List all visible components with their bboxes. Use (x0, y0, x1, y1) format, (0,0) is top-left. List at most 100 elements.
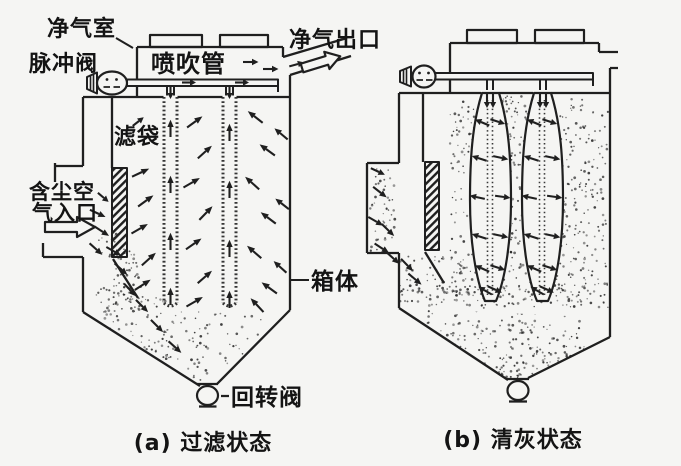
flow-arrow-icon (289, 60, 305, 68)
flow-arrow-icon (478, 286, 493, 296)
flow-arrow-icon (198, 206, 213, 221)
label-rotary-valve: 回转阀 (231, 384, 303, 411)
flow-arrow-icon (527, 119, 542, 127)
filter-bag (221, 97, 238, 308)
flow-arrow-icon (523, 232, 539, 240)
flow-arrow-icon (150, 319, 164, 333)
flow-arrow-icon (97, 192, 109, 202)
filter-bag (162, 97, 179, 308)
flow-arrow-icon (226, 86, 233, 99)
inlet-baffle-b (424, 161, 440, 251)
flow-arrow-icon (542, 118, 558, 126)
flow-arrow-icon (167, 175, 174, 193)
flow-arrow-icon (372, 186, 387, 198)
label-dusty-air-inlet-line2: 气入口 (31, 201, 98, 225)
flow-arrow-icon (226, 290, 233, 308)
flow-arrow-icon (385, 251, 400, 264)
rotary-valve-icon-b (506, 377, 530, 403)
flow-arrow-icon (374, 242, 390, 253)
pulse-valve-icon-b (399, 64, 437, 89)
inflated-filter-bag (520, 91, 565, 303)
flow-arrows-a (88, 58, 305, 353)
flow-arrow-icon (492, 232, 509, 240)
flow-arrow-icon (407, 272, 422, 285)
flow-arrow-icon (197, 270, 212, 285)
label-dusty-air-inlet-line1: 含尘空 (29, 180, 95, 204)
dusty-air-inlet-arrow-icon (43, 215, 97, 239)
flow-arrow-icon (167, 340, 182, 353)
flow-arrow-icon (546, 193, 563, 201)
flow-arrow-icon (185, 238, 202, 251)
blow-pipe-b (434, 72, 594, 81)
roof-port-a2 (218, 33, 270, 49)
roof-port-a1 (148, 33, 204, 49)
flow-arrow-icon (530, 286, 545, 296)
flow-arrow-icon (226, 123, 233, 141)
flow-arrow-icon (197, 145, 212, 160)
inlet-baffle-a (111, 167, 128, 258)
flow-arrow-icon (381, 223, 395, 237)
flow-arrow-icon (89, 208, 106, 218)
flow-arrow-icon (113, 262, 128, 275)
flow-arrow-icon (250, 298, 265, 313)
vessel-outline-b (365, 41, 618, 381)
flow-arrow-icon (544, 154, 561, 162)
label-filter-bag: 滤袋 (114, 124, 160, 150)
flow-arrow-icon (167, 287, 174, 305)
flow-arrow-icon (494, 193, 511, 201)
flow-arrow-icon (489, 94, 497, 108)
flow-arrow-icon (539, 285, 554, 293)
flow-arrow-icon (167, 232, 174, 250)
flow-arrow-icon (487, 285, 502, 293)
flow-arrow-icon (471, 154, 487, 162)
flow-arrow-icon (527, 265, 542, 273)
flow-arrow-icon (132, 117, 144, 127)
label-casing: 箱体 (311, 268, 359, 295)
roof-port-b2 (533, 28, 586, 45)
flow-arrow-icon (536, 94, 544, 108)
flow-arrow-icon (542, 94, 550, 108)
labels: 净气室 脉冲阀 喷吹管 净气出口 滤袋 含尘空 气入口 箱体 回转阀 (a) 过… (28, 16, 583, 456)
flow-arrow-icon (260, 212, 277, 225)
label-blow-pipe: 喷吹管 (151, 50, 226, 78)
filter-bags-a (162, 97, 238, 308)
flow-arrow-icon (141, 252, 156, 267)
flow-arrow-icon (259, 144, 276, 157)
flow-arrow-icon (134, 279, 151, 291)
flow-arrow-icon (275, 198, 290, 210)
flow-arrow-icon (182, 79, 196, 86)
caption-a: (a) 过滤状态 (134, 430, 273, 456)
flow-arrow-icon (247, 245, 262, 260)
blow-pipe-end-a (166, 86, 279, 96)
pulse-valve-icon-a (86, 70, 129, 96)
flow-arrow-icon (483, 94, 491, 108)
flow-arrow-icon (226, 180, 233, 198)
flow-arrow-icon (273, 261, 288, 274)
blow-pipe-a (126, 78, 279, 87)
flow-arrow-icon (88, 242, 103, 255)
flow-arrow-icon (400, 258, 414, 272)
flow-arrow-icon (370, 167, 385, 175)
label-leader-lines (115, 37, 309, 397)
flow-arrow-icon (105, 246, 122, 256)
flow-arrow-icon (243, 58, 259, 66)
flow-arrow-icon (182, 178, 200, 189)
caption-b: (b) 清灰状态 (443, 427, 583, 453)
flow-arrow-icon (226, 239, 233, 257)
flow-arrow-icon (471, 232, 487, 240)
flow-arrow-icon (94, 225, 110, 236)
flow-arrow-icon (544, 232, 561, 240)
flow-arrow-icon (490, 118, 506, 126)
flow-arrow-icon (475, 265, 490, 273)
diagram-b (365, 28, 618, 403)
flow-arrow-icon (130, 224, 148, 235)
flow-arrow-icon (167, 119, 174, 137)
flow-arrow-icon (274, 128, 289, 141)
vessel-outline-a (41, 36, 352, 387)
flow-arrow-icon (490, 264, 506, 272)
flow-arrow-icon (123, 282, 136, 297)
flow-arrow-icon (167, 86, 174, 99)
